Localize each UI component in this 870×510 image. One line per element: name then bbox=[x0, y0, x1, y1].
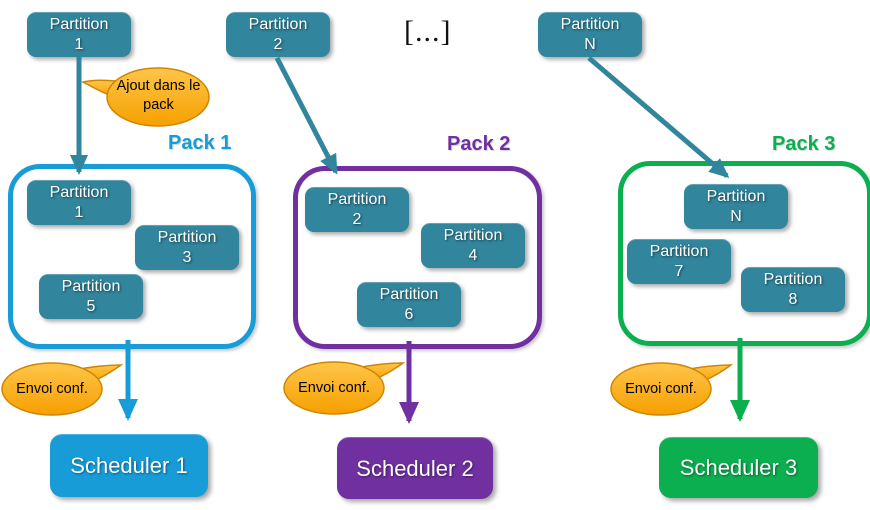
partition-num: 8 bbox=[788, 291, 798, 308]
pack-3-container bbox=[618, 161, 870, 346]
pack2-partition-6: Partition 6 bbox=[357, 282, 461, 327]
callout-ajout-text: Ajout dans le pack bbox=[116, 78, 201, 113]
partition-num: N bbox=[730, 208, 742, 225]
ellipsis-text: [...] bbox=[404, 15, 452, 48]
partition-num: 7 bbox=[674, 263, 684, 280]
scheduler-2-box: Scheduler 2 bbox=[337, 437, 493, 499]
partition-num: 1 bbox=[74, 36, 84, 53]
scheduler-1-box: Scheduler 1 bbox=[50, 434, 208, 497]
pack1-partition-5: Partition 5 bbox=[39, 274, 143, 319]
pack-1-container bbox=[8, 164, 256, 349]
partition-num: 2 bbox=[273, 36, 283, 53]
partition-name: Partition bbox=[61, 278, 121, 296]
partition-name: Partition bbox=[248, 16, 308, 34]
pack3-partition-8: Partition 8 bbox=[741, 267, 845, 312]
pack1-partition-1: Partition 1 bbox=[27, 180, 131, 225]
partition-num: 3 bbox=[182, 249, 192, 266]
pack2-partition-2: Partition 2 bbox=[305, 187, 409, 232]
partition-num: 4 bbox=[468, 247, 478, 264]
partition-name: Partition bbox=[49, 184, 109, 202]
pack-2-container bbox=[293, 166, 542, 349]
callout-envoi-1-text: Envoi conf. bbox=[16, 381, 88, 397]
pack3-partition-7: Partition 7 bbox=[627, 239, 731, 284]
partition-num: N bbox=[584, 36, 596, 53]
pack-3-label: Pack 3 bbox=[772, 133, 836, 155]
scheduler-3-box: Scheduler 3 bbox=[659, 437, 818, 498]
pack2-partition-4: Partition 4 bbox=[421, 223, 525, 268]
partition-num: 5 bbox=[86, 298, 96, 315]
partition-name: Partition bbox=[157, 229, 217, 247]
partition-name: Partition bbox=[327, 191, 387, 209]
pack-1-label: Pack 1 bbox=[168, 132, 232, 154]
partition-n-top: Partition N bbox=[538, 12, 642, 57]
partition-name: Partition bbox=[560, 16, 620, 34]
partition-name: Partition bbox=[379, 286, 439, 304]
pack1-partition-3: Partition 3 bbox=[135, 225, 239, 270]
callout-envoi-2-text: Envoi conf. bbox=[298, 380, 370, 396]
partition-name: Partition bbox=[443, 227, 503, 245]
pack3-partition-n: Partition N bbox=[684, 184, 788, 229]
partition-name: Partition bbox=[706, 188, 766, 206]
partition-2-top: Partition 2 bbox=[226, 12, 330, 57]
pack-2-label: Pack 2 bbox=[447, 133, 511, 155]
callout-envoi-3-text: Envoi conf. bbox=[625, 381, 697, 397]
partition-num: 1 bbox=[74, 204, 84, 221]
partition-num: 6 bbox=[404, 306, 414, 323]
partition-name: Partition bbox=[49, 16, 109, 34]
partition-num: 2 bbox=[352, 211, 362, 228]
partition-name: Partition bbox=[763, 271, 823, 289]
partition-name: Partition bbox=[649, 243, 709, 261]
partition-1-top: Partition 1 bbox=[27, 12, 131, 57]
